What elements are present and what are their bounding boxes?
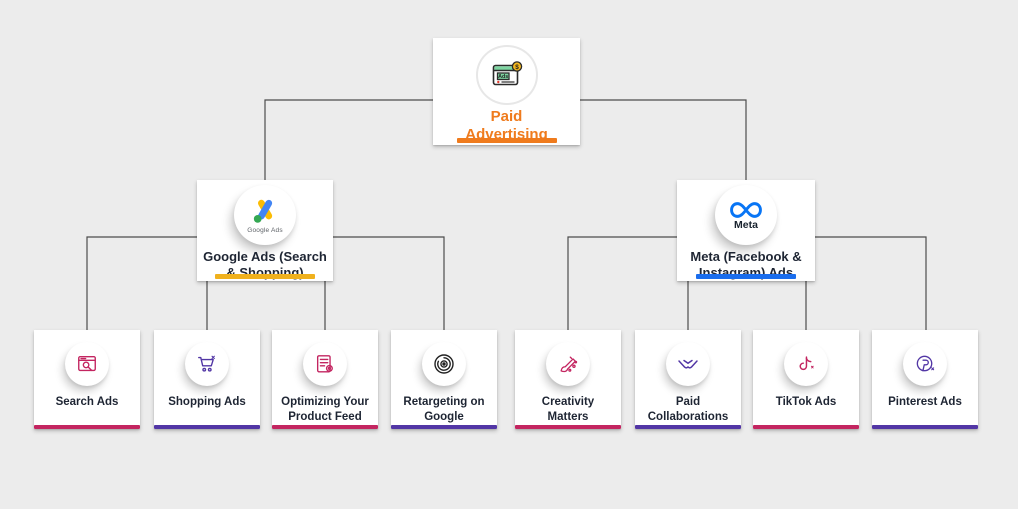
ads-icon-label: Ads <box>498 74 508 80</box>
node-retargeting: Retargeting on Google <box>391 330 497 429</box>
google-ads-logo-caption: Google Ads <box>247 227 283 235</box>
handshake-icon <box>678 359 698 369</box>
node-tiktok-ads: TikTok Ads <box>753 330 859 429</box>
accent-bar-crimson <box>34 425 140 429</box>
paid-collaborations-badge <box>666 342 710 386</box>
connector-root-to-google <box>264 99 433 180</box>
coin-dollar-glyph: $ <box>515 64 519 71</box>
node-meta-ads: Meta Meta (Facebook & Instagram) Ads <box>677 180 815 281</box>
node-product-feed: Optimizing Your Product Feed <box>272 330 378 429</box>
paid-advertising-badge: Ads $ <box>475 45 538 105</box>
google-ads-badge: Google Ads <box>234 185 296 246</box>
node-creativity-matters: Creativity Matters <box>515 330 621 429</box>
accent-bar-crimson <box>753 425 859 429</box>
tiktok-ads-badge <box>784 342 828 386</box>
connector-root-to-meta <box>580 99 747 180</box>
creativity-brush-icon <box>560 356 578 373</box>
pinterest-p-icon <box>916 355 934 371</box>
shopping-ads-badge <box>185 342 229 386</box>
retargeting-target-icon <box>434 354 454 374</box>
node-label-product-feed: Optimizing Your Product Feed <box>281 396 369 423</box>
node-label-search-ads: Search Ads <box>55 396 119 408</box>
product-feed-badge <box>303 342 347 386</box>
shopping-cart-icon <box>198 355 215 372</box>
node-pinterest-ads: Pinterest Ads <box>872 330 978 429</box>
connector-meta-to-pinterest <box>815 236 927 330</box>
node-label-tiktok-ads: TikTok Ads <box>775 396 837 408</box>
node-label-creativity-matters: Creativity Matters <box>541 396 595 423</box>
node-label-retargeting: Retargeting on Google <box>403 396 485 423</box>
connector-google-to-retargeting <box>333 236 445 330</box>
search-ads-icon <box>78 355 96 372</box>
connector-meta-to-creativity <box>567 236 677 330</box>
node-paid-advertising: Ads $ Paid Advertising <box>433 38 580 145</box>
connector-google-to-search-ads <box>86 236 197 330</box>
accent-bar-gold <box>215 274 315 279</box>
meta-logo-caption: Meta <box>734 218 758 231</box>
accent-bar-orange <box>456 138 557 143</box>
node-search-ads: Search Ads <box>34 330 140 429</box>
node-google-ads: Google Ads Google Ads (Search & Shopping… <box>197 180 333 281</box>
product-feed-gear-icon <box>316 355 333 373</box>
search-ads-badge <box>65 342 109 386</box>
node-shopping-ads: Shopping Ads <box>154 330 260 429</box>
google-ads-logo <box>253 199 273 223</box>
node-paid-collaborations: Paid Collaborations <box>635 330 741 429</box>
accent-bar-crimson <box>515 425 621 429</box>
accent-bar-crimson <box>272 425 378 429</box>
meta-logo <box>730 201 762 218</box>
pinterest-ads-badge <box>903 342 947 386</box>
retargeting-badge <box>422 342 466 386</box>
node-label-pinterest-ads: Pinterest Ads <box>888 396 962 408</box>
accent-bar-blue <box>696 274 796 279</box>
accent-bar-indigo <box>391 425 497 429</box>
accent-bar-indigo <box>872 425 978 429</box>
ads-browser-icon: Ads $ <box>492 61 522 86</box>
accent-bar-indigo <box>635 425 741 429</box>
meta-badge: Meta <box>715 185 777 246</box>
accent-bar-indigo <box>154 425 260 429</box>
node-label-shopping-ads: Shopping Ads <box>168 396 246 408</box>
node-label-paid-collaborations: Paid Collaborations <box>647 396 729 423</box>
creativity-matters-badge <box>546 342 590 386</box>
tiktok-note-icon <box>799 356 814 371</box>
